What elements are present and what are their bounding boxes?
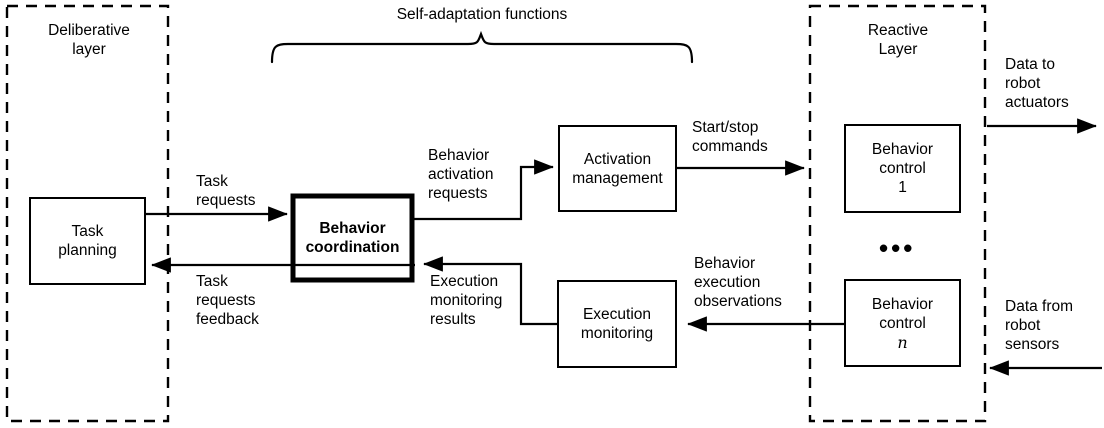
behavior-control-n-index: n [897,332,908,352]
edge-execution-monitoring-results [423,256,558,326]
edge-label-behavior-activation-requests: Behavior activation requests [428,147,494,202]
edge-label-task-requests-feedback: Task requests feedback [196,273,259,328]
behavior-control-ellipsis: ••• [879,233,916,263]
deliberative-layer-title: Deliberative layer [48,22,130,58]
behavior-control-n-label: Behavior control n [845,280,960,366]
behavior-coordination-label: Behavior coordination [305,220,400,256]
edge-label-data-to-robot-actuators: Data to robot actuators [1005,56,1069,111]
behavior-control-1-box [844,124,961,213]
behavior-control-n-text: Behavior control [871,295,934,332]
edge-label-behavior-execution-observations: Behavior execution observations [694,255,782,310]
self-adaptation-brace [270,30,694,64]
task-planning-label: Task planning [58,223,117,259]
edge-behavior-activation-requests [412,159,554,221]
self-adaptation-functions-title: Self-adaptation functions [396,6,568,23]
edge-label-task-requests: Task requests [196,173,256,209]
activation-management-box [558,125,677,212]
behavior-control-n-box [844,279,961,367]
edge-label-start-stop-commands: Start/stop commands [692,119,768,155]
task-planning-box [29,197,146,285]
execution-monitoring-box [557,280,677,368]
reactive-layer-region [808,4,987,423]
execution-monitoring-label: Execution monitoring [580,306,654,342]
behavior-control-1-label: Behavior control 1 [871,141,934,196]
reactive-layer-title: Reactive Layer [867,22,929,58]
edge-label-data-from-robot-sensors: Data from robot sensors [1005,298,1074,353]
activation-management-label: Activation management [572,150,663,187]
edge-label-execution-monitoring-results: Execution monitoring results [430,273,503,328]
